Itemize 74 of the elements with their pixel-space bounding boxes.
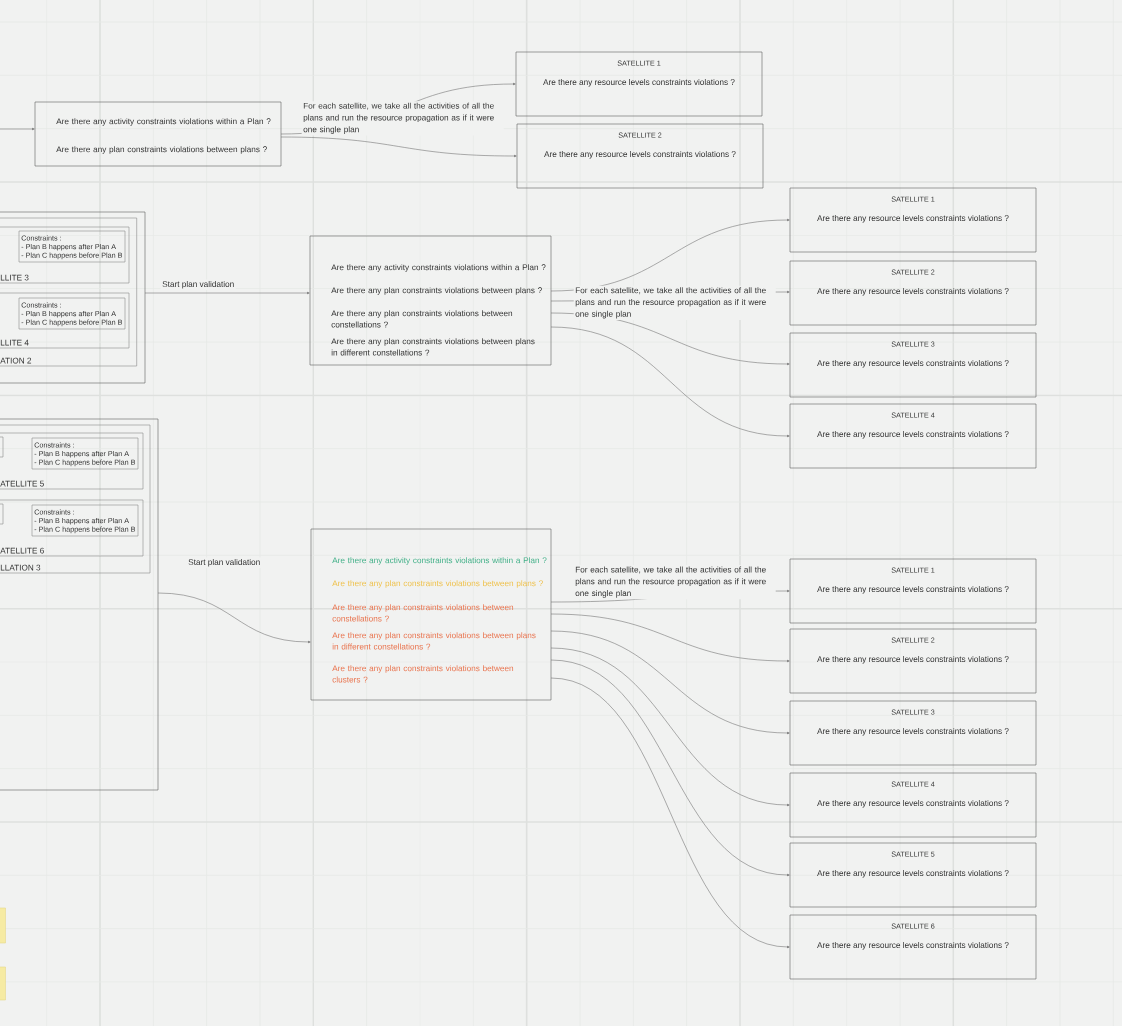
group-box: [0, 418, 159, 791]
satellite-box: [789, 628, 1037, 694]
group-box: [0, 211, 146, 384]
question-text: Are there any resource levels constraints violations ?: [817, 287, 1009, 296]
question-text: Are there any activity constraints violations within a Plan ?: [56, 118, 271, 126]
sticky-note: [0, 966, 6, 1001]
arrow: [550, 326, 790, 438]
arrow: [550, 630, 790, 735]
question-text: Are there any plan constraints violations between plans ?: [331, 287, 542, 295]
group-box: [0, 432, 144, 490]
edge-label: For each satellite, we take all the activities of all the plans and run the resource propagation as if it were one single plan: [573, 564, 776, 600]
group-box: [0, 217, 137, 367]
question-text: Are there any resource levels constraints violations ?: [817, 430, 1009, 439]
question-text: Are there any activity constraints violations within a Plan ?: [331, 264, 546, 272]
group-label: LLITE 3: [0, 274, 29, 281]
group-label: LLATION 3: [0, 564, 41, 571]
question-box: [310, 528, 552, 701]
edge-label: For each satellite, we take all the activities of all the plans and run the resource propagation as if it were one single plan: [573, 285, 776, 320]
edge-label: Start plan validation: [160, 279, 236, 291]
arrow: [550, 677, 790, 949]
group-label: ATION 2: [0, 357, 32, 364]
question-text: Are there any resource levels constraints violations ?: [817, 941, 1009, 950]
question-text: Are there any plan constraints violations between constellations ?: [331, 310, 513, 328]
note-box: [31, 504, 139, 537]
group-box: [0, 226, 130, 284]
satellite-box: [789, 700, 1037, 766]
question-text: Are there any plan constraints violations between constellations ?: [332, 604, 514, 622]
group-box: [0, 292, 130, 349]
satellite-box: [789, 772, 1037, 838]
question-text: Are there any resource levels constraints violations ?: [817, 585, 1009, 594]
arrow: [550, 613, 790, 663]
question-text: Are there any resource levels constraints violations ?: [817, 799, 1009, 808]
arrow: [144, 291, 310, 295]
question-text: Are there any resource levels constraints violations ?: [817, 727, 1009, 736]
satellite-box: [789, 260, 1037, 326]
question-text: Are there any resource levels constraints violations ?: [817, 869, 1009, 878]
group-label: LLITE 4: [0, 339, 29, 346]
edge-label: Start plan validation: [186, 557, 262, 569]
question-text: Are there any plan constraints violations between clusters ?: [332, 665, 514, 683]
arrow: [550, 647, 790, 807]
edge-label: For each satellite, we take all the activities of all the plans and run the resource propagation as if it were one single plan: [301, 101, 504, 136]
question-text: Are there any resource levels constraints violations ?: [817, 655, 1009, 664]
satellite-box: [789, 914, 1037, 980]
sticky-note: [0, 907, 6, 944]
question-text: Are there any plan constraints violations between plans in different constellations ?: [332, 632, 536, 650]
satellite-box: [789, 332, 1037, 398]
question-text: Are there any activity constraints violations within a Plan ?: [332, 557, 547, 565]
question-box: [34, 101, 282, 167]
question-text: Are there any plan constraints violations between plans in different constellations ?: [331, 338, 535, 356]
arrow: [550, 218, 790, 292]
arrow: [0, 127, 35, 131]
group-box: [0, 499, 144, 557]
satellite-box: [515, 51, 763, 117]
satellite-box: [789, 187, 1037, 253]
satellite-box: [789, 558, 1037, 624]
question-text: Are there any resource levels constraints violations ?: [543, 78, 735, 87]
note-box: [18, 230, 126, 263]
group-label: ATELLITE 5: [0, 480, 44, 487]
group-label: ATELLITE 6: [0, 547, 44, 554]
satellite-box: [516, 123, 764, 189]
satellite-box: [789, 842, 1037, 908]
satellite-box: [789, 403, 1037, 469]
arrow: [157, 592, 311, 644]
note-box: [31, 437, 139, 470]
group-box: [0, 424, 151, 574]
arrow: [550, 659, 790, 877]
question-text: Are there any plan constraints violations between plans ?: [56, 146, 267, 154]
question-text: Are there any resource levels constraints violations ?: [544, 150, 736, 159]
note-box: [18, 297, 126, 330]
question-box: [309, 235, 552, 366]
question-text: Are there any resource levels constraints violations ?: [817, 359, 1009, 368]
question-text: Are there any resource levels constraints violations ?: [817, 214, 1009, 223]
question-text: Are there any plan constraints violations between plans ?: [332, 580, 543, 588]
arrow: [280, 136, 517, 158]
